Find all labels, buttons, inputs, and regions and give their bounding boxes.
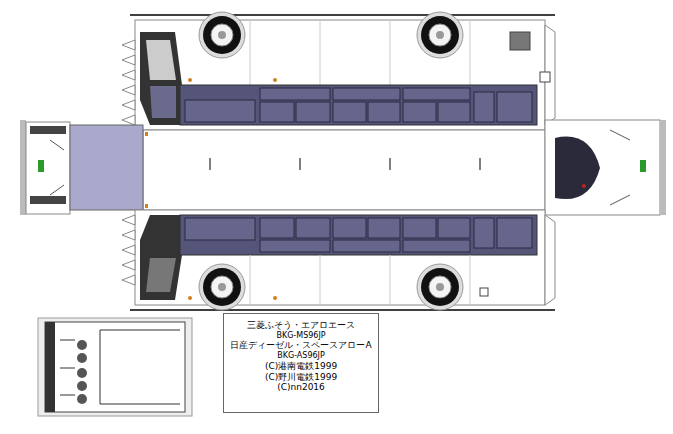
label-text: (C)nn2016 [229,382,373,393]
label-text: BKG-MS96JP [229,331,373,341]
rear-panel [545,120,666,215]
label-tab: 三菱ふそう・エアロエースBKG-MS96JP日産ディーゼル・スペースアローABK… [223,313,379,413]
label-text: BKG-AS96JP [229,351,373,361]
roof-panel [143,130,545,210]
label-text: (C)野川電鉄1999 [229,372,373,383]
front-panel [20,120,143,215]
label-text: 三菱ふそう・エアロエース [229,320,373,331]
label-text: (C)港南電鉄1999 [229,361,373,372]
side-panel-bottom [122,210,555,310]
underside-panel [38,318,192,416]
label-text: 日産ディーゼル・スペースアローA [229,340,373,351]
side-panel-top [122,12,555,130]
